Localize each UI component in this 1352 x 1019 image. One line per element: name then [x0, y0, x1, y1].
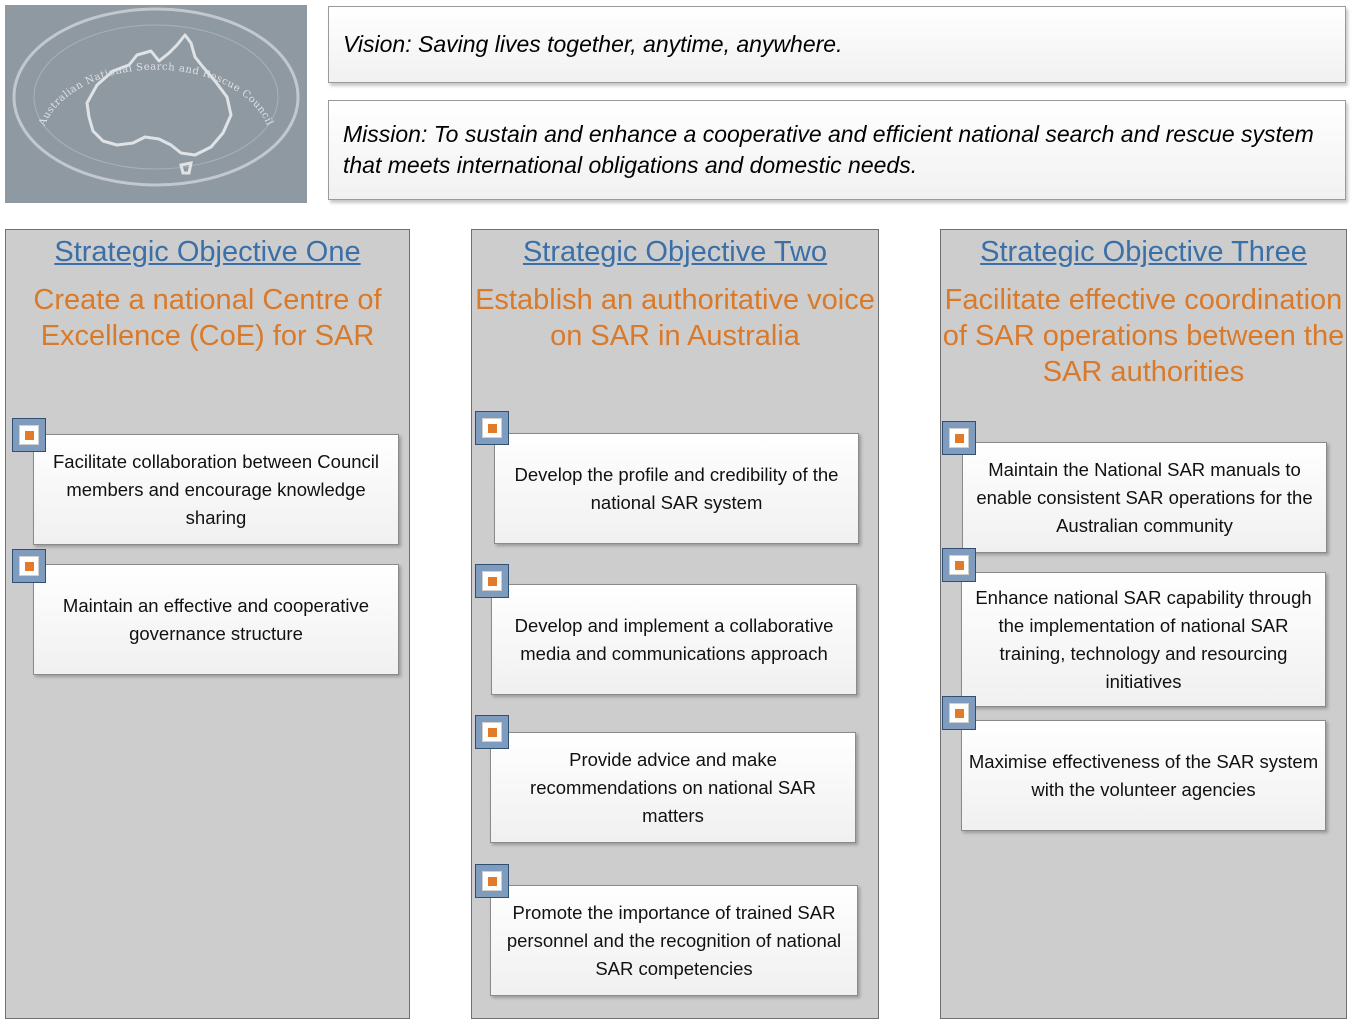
council-logo: Australian National Search and Rescue Co…: [5, 5, 307, 203]
objective-one-item-2: Maintain an effective and cooperative go…: [33, 564, 399, 675]
objective-three-column: Strategic Objective Three Facilitate eff…: [940, 229, 1347, 1019]
objective-three-title[interactable]: Strategic Objective Three: [980, 236, 1307, 268]
bullet-marker-icon: [475, 411, 509, 445]
bullet-marker-icon: [12, 549, 46, 583]
objective-two-column: Strategic Objective Two Establish an aut…: [471, 229, 879, 1019]
objective-three-item-1: Maintain the National SAR manuals to ena…: [962, 442, 1327, 553]
objective-two-item-4: Promote the importance of trained SAR pe…: [490, 885, 858, 996]
mission-statement: Mission: To sustain and enhance a cooper…: [328, 100, 1346, 200]
objective-two-item-2: Develop and implement a collaborative me…: [491, 584, 857, 695]
bullet-marker-icon: [475, 864, 509, 898]
objective-one-item-1: Facilitate collaboration between Council…: [33, 434, 399, 545]
objective-one-subtitle: Create a national Centre of Excellence (…: [33, 284, 382, 352]
objective-three-subtitle: Facilitate effective coordination of SAR…: [942, 284, 1345, 388]
objective-two-subtitle: Establish an authoritative voice on SAR …: [475, 284, 875, 352]
objective-three-item-2: Enhance national SAR capability through …: [961, 572, 1326, 707]
objective-two-item-1: Develop the profile and credibility of t…: [494, 433, 859, 544]
logo-text: Australian National Search and Rescue Co…: [37, 62, 275, 129]
bullet-marker-icon: [942, 548, 976, 582]
bullet-marker-icon: [475, 715, 509, 749]
objective-two-title[interactable]: Strategic Objective Two: [522, 236, 828, 268]
mission-text: Mission: To sustain and enhance a cooper…: [343, 121, 1314, 178]
svg-text:Australian National Search and: Australian National Search and Rescue Co…: [37, 62, 275, 129]
objective-one-title[interactable]: Strategic Objective One: [54, 236, 361, 268]
bullet-marker-icon: [942, 696, 976, 730]
objective-two-item-3: Provide advice and make recommendations …: [490, 732, 856, 843]
australia-map-icon: [85, 33, 233, 157]
bullet-marker-icon: [942, 421, 976, 455]
vision-statement: Vision: Saving lives together, anytime, …: [328, 6, 1346, 83]
vision-text: Vision: Saving lives together, anytime, …: [343, 31, 843, 57]
objective-one-column: Strategic Objective One Create a nationa…: [5, 229, 410, 1019]
bullet-marker-icon: [475, 564, 509, 598]
objective-three-item-3: Maximise effectiveness of the SAR system…: [961, 720, 1326, 831]
bullet-marker-icon: [12, 418, 46, 452]
